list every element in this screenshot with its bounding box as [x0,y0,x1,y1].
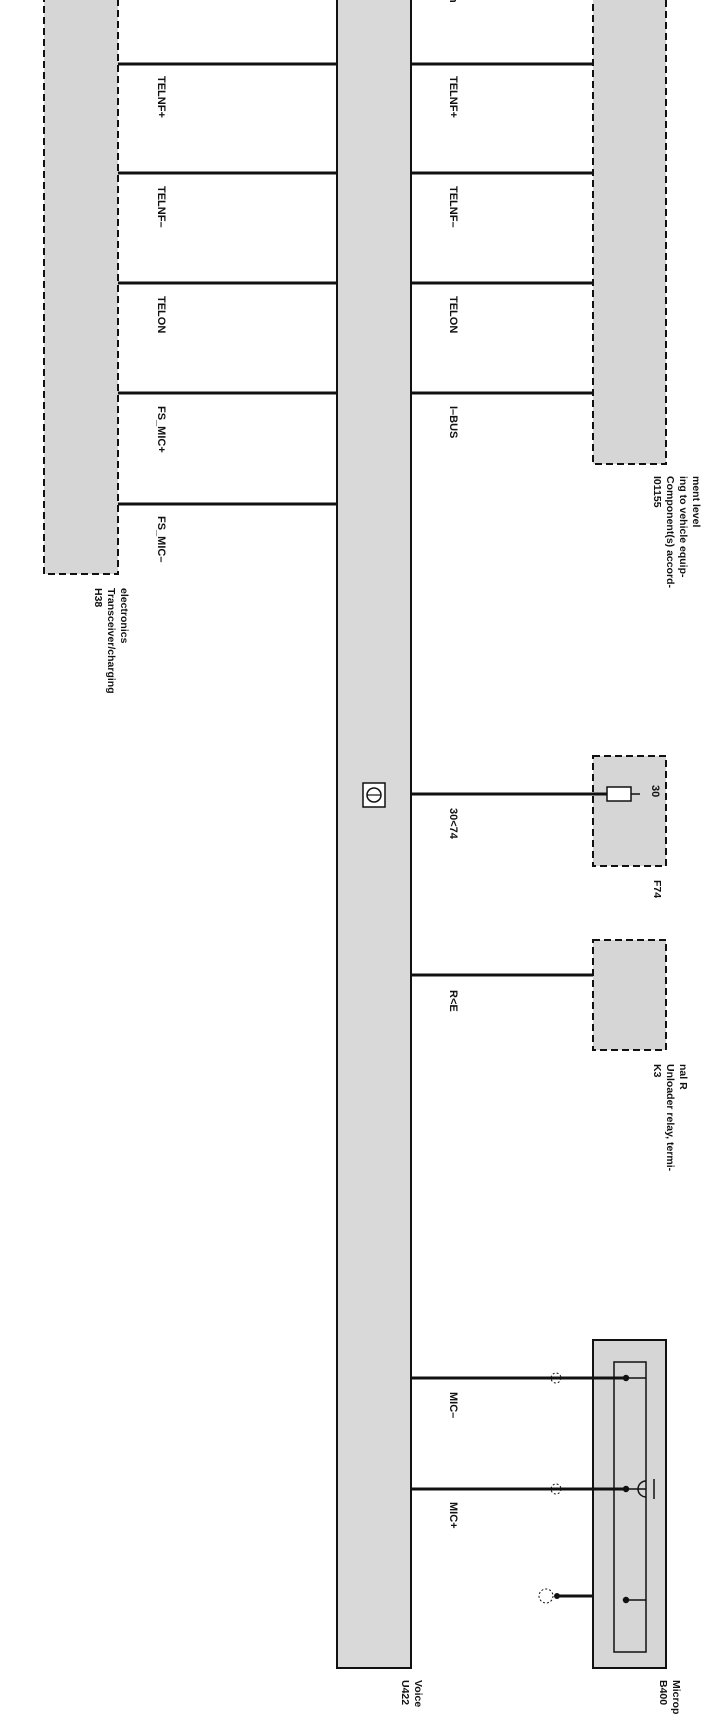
right-signal-labels: n TELNF+ TELNF– TELON I–BUS 30<74 R<E MI… [447,0,459,1529]
f74-id: F74 [651,880,663,898]
h38-id: H38 [92,588,104,607]
u422-id: U422 [399,1680,411,1705]
h38-name-line: electronics [118,588,130,644]
signal-label: n [447,0,459,3]
signal-label: TELNF– [155,186,167,228]
microphone-schematic-icon [613,1361,655,1653]
speech-symbol-icon [362,782,386,808]
f74-pin-label: 30 [649,785,661,797]
signal-label: TELNF– [447,186,459,228]
h38-box [43,0,119,575]
signal-label: FS_MIC– [155,516,167,562]
io1155-name-line: ment level [690,476,702,527]
u422-box [336,0,412,1669]
signal-label: 30<74 [447,808,459,840]
u422-name-line: Voice [412,1680,424,1707]
signal-label: R<E [447,990,459,1012]
h38-caption: H38 Transceiver/charging electronics [92,588,130,697]
f74-caption: F74 [651,880,663,898]
signal-label: MIC– [447,1392,459,1418]
b400-box [592,1339,667,1669]
io1155-name-line: ing to vehicle equip- [677,476,689,578]
b400-name-line: Microp [670,1680,682,1714]
f74-box [592,755,667,867]
signal-label: TELON [155,296,167,333]
k3-name-line: nal R [677,1064,689,1090]
signal-label: I–BUS [447,406,459,438]
signal-label: TELNF+ [155,76,167,118]
signal-label: MIC+ [447,1502,459,1529]
io1155-caption: I01155 Component(s) accord- ing to vehic… [651,476,702,591]
h38-name-line: Transceiver/charging [105,588,117,694]
k3-id: K3 [651,1064,663,1078]
signal-label: FS_MIC+ [155,406,167,453]
k3-caption: K3 Unloader relay, termi- nal R [651,1064,689,1174]
io1155-box [592,0,667,465]
k3-name-line: Unloader relay, termi- [664,1064,676,1172]
signal-label: TELON [447,296,459,333]
right-wires [411,62,626,1491]
b400-caption: B400 Microp [657,1680,682,1714]
signal-label: TELNF+ [447,76,459,118]
b400-ground-dot [554,1593,560,1599]
connector-stubs [538,1372,562,1604]
left-signal-labels: TELNF+ TELNF– TELON FS_MIC+ FS_MIC– [155,76,167,562]
b400-id: B400 [657,1680,669,1705]
io1155-id: I01155 [651,476,663,508]
u422-caption: U422 Voice [399,1680,424,1708]
left-wires [118,62,337,506]
fuse-icon [606,786,640,802]
io1155-name-line: Component(s) accord- [664,476,676,589]
k3-box [592,939,667,1051]
